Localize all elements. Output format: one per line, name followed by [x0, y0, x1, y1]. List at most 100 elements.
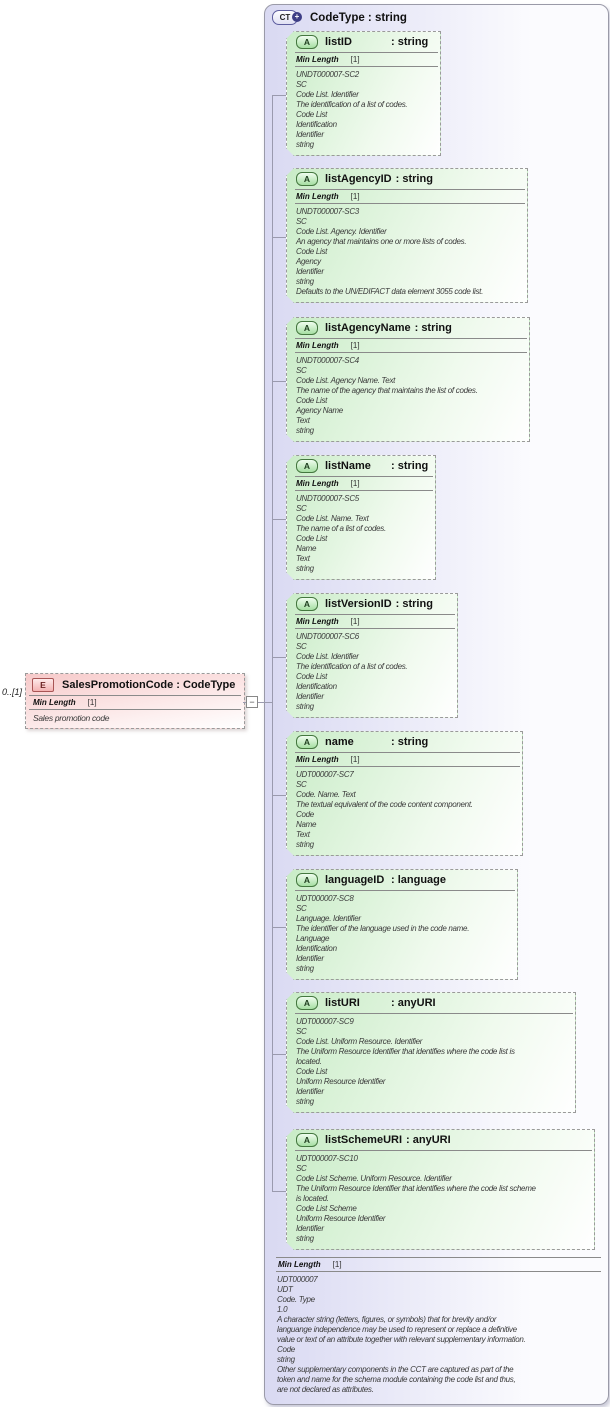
attribute-name: name	[325, 736, 354, 748]
attribute-header: A listAgencyID : string	[287, 169, 527, 189]
separator	[29, 695, 241, 696]
attribute-type: : string	[391, 736, 429, 748]
facet-row: Min Length [1]	[287, 615, 457, 628]
separator	[295, 352, 527, 353]
attribute-icon: A	[296, 321, 318, 335]
attribute-header: A listName : string	[287, 456, 435, 476]
attribute-type: : string	[391, 36, 429, 48]
facet-label: Min Length	[296, 341, 339, 350]
connector-stub	[272, 1191, 286, 1192]
separator	[295, 476, 433, 477]
attribute-annotation: UNDT000007-SC5 SC Code List. Name. Text …	[296, 494, 386, 573]
facet-label: Min Length	[296, 755, 339, 764]
facet-value: [1]	[350, 479, 360, 488]
attribute-icon: A	[296, 996, 318, 1010]
separator	[295, 490, 433, 491]
attribute-box-list-uri[interactable]: A listURI : anyURI UDT000007-SC9 SC Code…	[286, 992, 576, 1113]
connector-spine	[272, 95, 273, 1191]
attribute-icon: A	[296, 735, 318, 749]
attribute-box-list-name[interactable]: A listName : string Min Length [1] UNDT0…	[286, 455, 436, 580]
connector-stub	[272, 95, 286, 96]
attribute-annotation: UDT000007-SC7 SC Code. Name. Text The te…	[296, 770, 473, 849]
facet-row: Min Length [1]	[287, 190, 527, 203]
connector-stub	[272, 795, 286, 796]
attribute-header: A listID : string	[287, 32, 440, 52]
attribute-box-list-id[interactable]: A listID : string Min Length [1] UNDT000…	[286, 31, 441, 156]
separator	[295, 189, 525, 190]
attribute-box-list-agency-id[interactable]: A listAgencyID : string Min Length [1] U…	[286, 168, 528, 303]
complextype-icon-label: CT	[279, 13, 291, 22]
attribute-box-name[interactable]: A name : string Min Length [1] UDT000007…	[286, 731, 523, 856]
facet-row: Min Length [1]	[276, 1258, 601, 1271]
facet-value: [1]	[332, 1260, 342, 1269]
connector-stub	[272, 927, 286, 928]
attribute-icon: A	[296, 35, 318, 49]
facet-row: Min Length [1]	[287, 477, 435, 490]
facet-label: Min Length	[296, 55, 339, 64]
attribute-box-list-agency-name[interactable]: A listAgencyName : string Min Length [1]…	[286, 317, 530, 442]
attribute-annotation: UNDT000007-SC2 SC Code List. Identifier …	[296, 70, 408, 149]
connector-stub	[272, 1054, 286, 1055]
attribute-type: : anyURI	[391, 997, 436, 1009]
facet-label: Min Length	[296, 192, 339, 201]
separator	[276, 1271, 601, 1272]
attribute-name: listSchemeURI	[325, 1134, 403, 1146]
separator	[295, 203, 525, 204]
attribute-type: : string	[395, 598, 433, 610]
separator	[295, 628, 455, 629]
facet-value: [1]	[350, 55, 360, 64]
attribute-box-list-version-id[interactable]: A listVersionID : string Min Length [1] …	[286, 593, 458, 718]
facet-row: Min Length [1]	[287, 339, 529, 352]
attribute-type: : string	[395, 173, 433, 185]
attribute-icon: A	[296, 873, 318, 887]
element-annotation: Sales promotion code	[33, 713, 110, 723]
attribute-annotation: UNDT000007-SC4 SC Code List. Agency Name…	[296, 356, 478, 435]
attribute-name: listID	[325, 36, 352, 48]
minus-icon: −	[249, 697, 255, 707]
attribute-annotation: UDT000007-SC8 SC Language. Identifier Th…	[296, 894, 470, 973]
attribute-annotation: UNDT000007-SC6 SC Code List. Identifier …	[296, 632, 408, 711]
element-title: SalesPromotionCode : CodeType	[62, 679, 236, 691]
separator	[295, 752, 520, 753]
collapse-handle[interactable]: −	[246, 696, 258, 708]
attribute-annotation: UDT000007-SC9 SC Code List. Uniform Reso…	[296, 1017, 515, 1106]
complextype-codetype-box[interactable]: CT + CodeType : string A listID : string…	[264, 4, 609, 1405]
connector-stub	[272, 237, 286, 238]
plus-icon: +	[292, 12, 302, 22]
complextype-annotation: UDT000007 UDT Code. Type 1.0 A character…	[277, 1275, 526, 1394]
cardinality-label: 0..[1]	[2, 687, 23, 697]
facet-label: Min Length	[296, 617, 339, 626]
attribute-type: : string	[391, 460, 429, 472]
attribute-type: : string	[414, 322, 452, 334]
separator	[295, 1013, 573, 1014]
attribute-box-list-scheme-uri[interactable]: A listSchemeURI : anyURI UDT000007-SC10 …	[286, 1129, 595, 1250]
separator	[29, 709, 241, 710]
attribute-icon: A	[296, 172, 318, 186]
facet-label: Min Length	[278, 1260, 321, 1269]
complextype-title: CodeType : string	[310, 11, 407, 24]
attribute-name: listAgencyID	[325, 173, 392, 185]
attribute-name: listName	[325, 460, 371, 472]
facet-row: Min Length [1]	[287, 753, 522, 766]
attribute-header: A listURI : anyURI	[287, 993, 575, 1013]
separator	[295, 1150, 592, 1151]
separator	[295, 614, 455, 615]
attribute-type: : language	[391, 874, 447, 886]
element-header: E SalesPromotionCode : CodeType	[26, 674, 244, 695]
connector-stub	[272, 657, 286, 658]
element-box-sales-promotion-code[interactable]: E SalesPromotionCode : CodeType Min Leng…	[25, 673, 245, 729]
attribute-name: languageID	[325, 874, 385, 886]
facet-value: [1]	[87, 698, 97, 707]
facet-label: Min Length	[33, 698, 76, 707]
attribute-header: A name : string	[287, 732, 522, 752]
separator	[295, 66, 438, 67]
attribute-name: listURI	[325, 997, 360, 1009]
separator	[276, 1257, 601, 1258]
facet-value: [1]	[350, 341, 360, 350]
separator	[295, 890, 515, 891]
attribute-box-language-id[interactable]: A languageID : language UDT000007-SC8 SC…	[286, 869, 518, 980]
element-icon: E	[32, 678, 54, 692]
facet-row: Min Length [1]	[287, 53, 440, 66]
connector-stub	[272, 381, 286, 382]
